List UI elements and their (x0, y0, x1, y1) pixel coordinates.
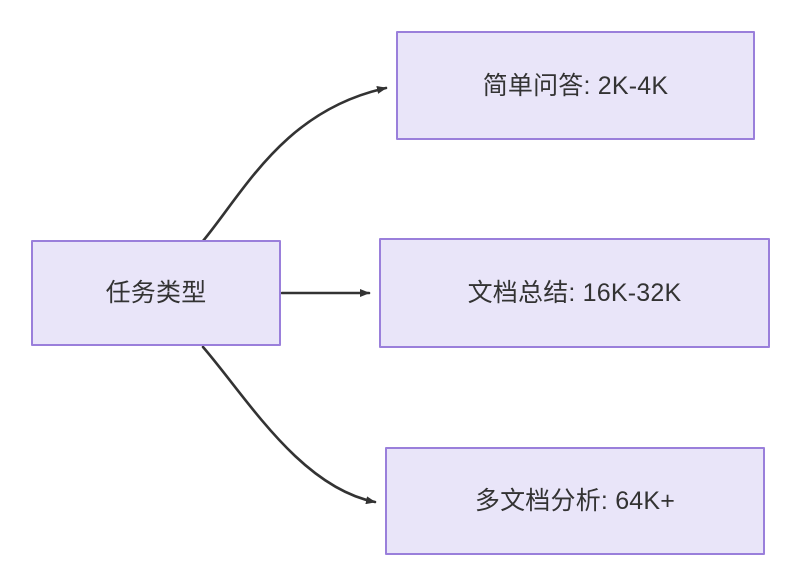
edge-root-to-multi (201, 345, 377, 505)
edge-root-to-simple (201, 86, 388, 243)
node-simple-qa[interactable]: 简单问答: 2K-4K (396, 31, 755, 140)
node-simple-qa-label: 简单问答: 2K-4K (482, 71, 669, 100)
node-document-summary[interactable]: 文档总结: 16K-32K (379, 238, 770, 348)
node-task-type[interactable]: 任务类型 (31, 240, 281, 346)
node-multi-document-analysis-label: 多文档分析: 64K+ (474, 487, 676, 515)
node-document-summary-label: 文档总结: 16K-32K (467, 279, 682, 307)
node-task-type-label: 任务类型 (105, 279, 207, 307)
node-multi-document-analysis[interactable]: 多文档分析: 64K+ (385, 447, 765, 555)
